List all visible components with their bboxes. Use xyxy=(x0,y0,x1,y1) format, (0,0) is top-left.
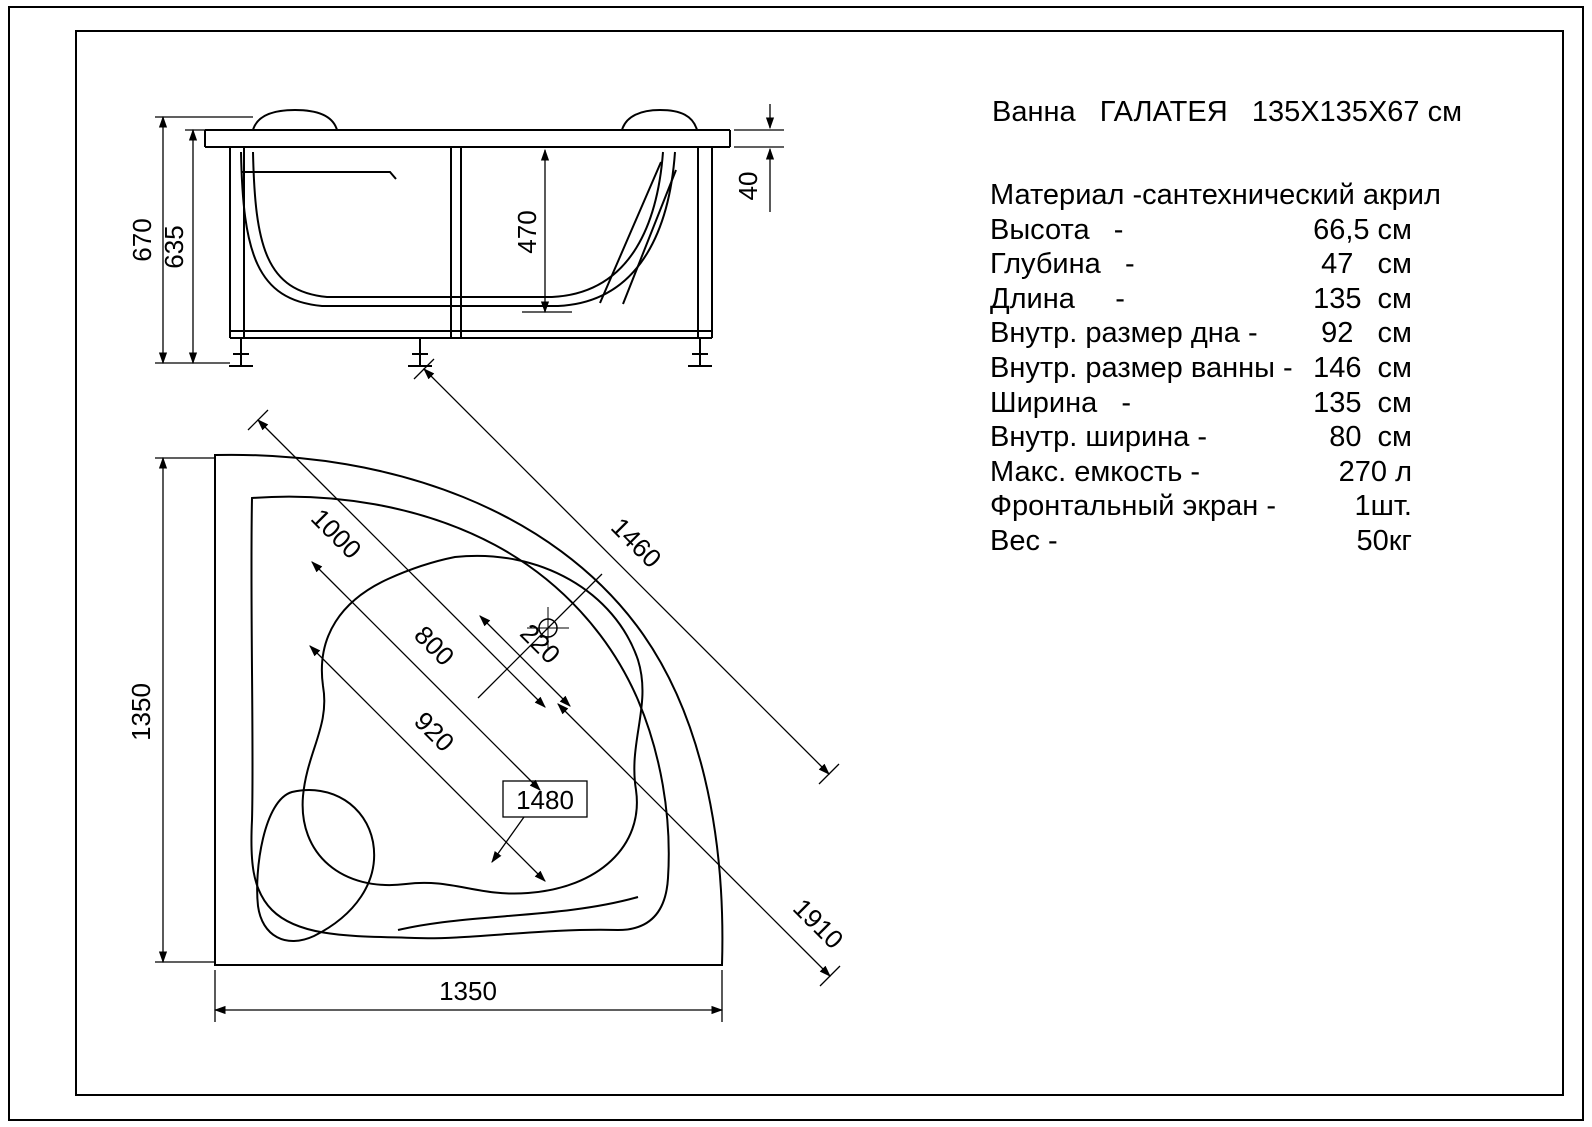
dim-40-label: 40 xyxy=(733,172,763,201)
spec-row-depth: Глубина - 47 см xyxy=(990,247,1412,282)
tub-bowl-inner xyxy=(252,151,664,298)
bottom-rail xyxy=(230,330,712,339)
spec-label: Фронтальный экран - xyxy=(990,490,1277,523)
rim-profile xyxy=(204,129,731,148)
spec-row-height: Высота - 66,5 см xyxy=(990,213,1412,248)
dim-635-label: 635 xyxy=(159,225,189,268)
spec-row-front-panel: Фронтальный экран - 1шт. xyxy=(990,489,1412,524)
dim-1350-left-label: 1350 xyxy=(126,683,156,741)
dim-1910-label: 1910 xyxy=(787,893,849,955)
bottom-step-line xyxy=(397,896,639,931)
spec-value: 146 см xyxy=(1313,351,1412,384)
dim-40: 40 xyxy=(733,104,775,212)
dim-920-label: 920 xyxy=(408,706,460,758)
dim-1460: 1460 xyxy=(423,368,830,775)
tub-rim-inner-contour xyxy=(250,495,670,940)
dim-1460-label: 1460 xyxy=(605,512,667,574)
dim-800-label: 800 xyxy=(408,620,460,672)
spec-list: Материал - сантехнический акрил Высота -… xyxy=(990,178,1441,559)
dim-1910: 1910 xyxy=(557,703,849,977)
dim-1350-bottom: 1350 xyxy=(213,976,724,1015)
dim-920: 920 xyxy=(309,645,546,882)
spec-label: Внутр. размер ванны - xyxy=(990,351,1293,384)
spec-value: 92 см xyxy=(1321,317,1412,350)
dim-1480: 1480 xyxy=(491,780,588,863)
spec-label: Макс. емкость - xyxy=(990,455,1201,488)
spec-row-max-capacity: Макс. емкость - 270 л xyxy=(990,455,1412,490)
spec-row-weight: Вес - 50кг xyxy=(990,524,1412,559)
spec-row-width: Ширина - 135 см xyxy=(990,386,1412,421)
headrest-left xyxy=(252,108,338,131)
plan-extension-lines xyxy=(155,358,841,1022)
spec-row-material: Материал - сантехнический акрил xyxy=(990,178,1441,213)
spec-label: Материал - xyxy=(990,179,1143,211)
spec-value: 50кг xyxy=(1356,524,1412,557)
spec-label: Ширина - xyxy=(990,386,1132,419)
adjustable-feet xyxy=(229,338,712,367)
spec-row-inner-bottom-size: Внутр. размер дна - 92 см xyxy=(990,316,1412,351)
drawing-title: Ванна ГАЛАТЕЯ 135Х135Х67 см xyxy=(992,96,1463,128)
sheet-inner-frame xyxy=(75,30,1564,1096)
tub-bowl-contour xyxy=(301,554,644,895)
dim-1480-label: 1480 xyxy=(516,785,574,815)
dim-220-label: 220 xyxy=(514,618,566,670)
spec-label: Вес - xyxy=(990,524,1058,557)
spec-row-inner-width: Внутр. ширина - 80 см xyxy=(990,420,1412,455)
seat-contour xyxy=(256,789,376,942)
side-view-dimensions: 670 635 470 40 xyxy=(127,104,784,365)
spec-row-inner-bath-size: Внутр. размер ванны - 146 см xyxy=(990,351,1412,386)
dim-1000-label: 1000 xyxy=(305,503,367,565)
spec-label: Глубина - xyxy=(990,248,1135,281)
spec-label: Внутр. ширина - xyxy=(990,421,1208,454)
spec-value: 66,5 см xyxy=(1313,213,1412,246)
dim-1350-left: 1350 xyxy=(126,456,168,964)
side-view xyxy=(204,108,731,367)
spec-value: 270 л xyxy=(1338,455,1412,488)
spec-value: 80 см xyxy=(1329,421,1412,454)
spec-label: Внутр. размер дна - xyxy=(990,317,1258,350)
backrest-slope-lines xyxy=(599,161,677,305)
spec-value: 135 см xyxy=(1313,282,1412,315)
sheet-outer-border xyxy=(8,6,1584,1121)
spec-label: Высота - xyxy=(990,213,1124,246)
spec-value: 1шт. xyxy=(1354,490,1412,523)
dim-1000: 1000 xyxy=(257,419,546,708)
plan-view-dimensions: 1350 1350 1000 1460 800 220 xyxy=(126,358,849,1022)
dim-635: 635 xyxy=(159,128,198,365)
skirt-posts xyxy=(229,147,713,338)
dim-670-label: 670 xyxy=(127,218,157,261)
dim-800: 800 xyxy=(311,561,541,791)
tub-bowl-outer xyxy=(240,151,676,307)
water-line xyxy=(241,171,397,180)
headrest-right xyxy=(621,108,698,131)
spec-row-length: Длина - 135 см xyxy=(990,282,1412,317)
dim-1350-bottom-label: 1350 xyxy=(439,976,497,1006)
spec-value: сантехнический акрил xyxy=(1142,179,1441,211)
dim-470: 470 xyxy=(512,148,550,314)
spec-value: 135 см xyxy=(1313,386,1412,419)
dim-670: 670 xyxy=(127,115,168,365)
spec-label: Длина - xyxy=(990,282,1125,315)
dim-470-label: 470 xyxy=(512,210,542,253)
spec-value: 47 см xyxy=(1321,248,1412,281)
